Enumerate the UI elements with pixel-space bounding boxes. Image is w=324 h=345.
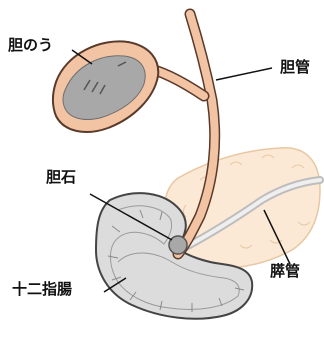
label-gallbladder: 胆のう xyxy=(8,38,53,53)
label-bile-duct: 胆管 xyxy=(280,60,310,75)
bile-duct-leader xyxy=(216,68,272,80)
label-gallstone: 胆石 xyxy=(46,170,76,185)
gallstone xyxy=(169,236,187,254)
label-duodenum: 十二指腸 xyxy=(12,282,72,297)
label-pancreatic-duct: 膵管 xyxy=(270,264,300,279)
